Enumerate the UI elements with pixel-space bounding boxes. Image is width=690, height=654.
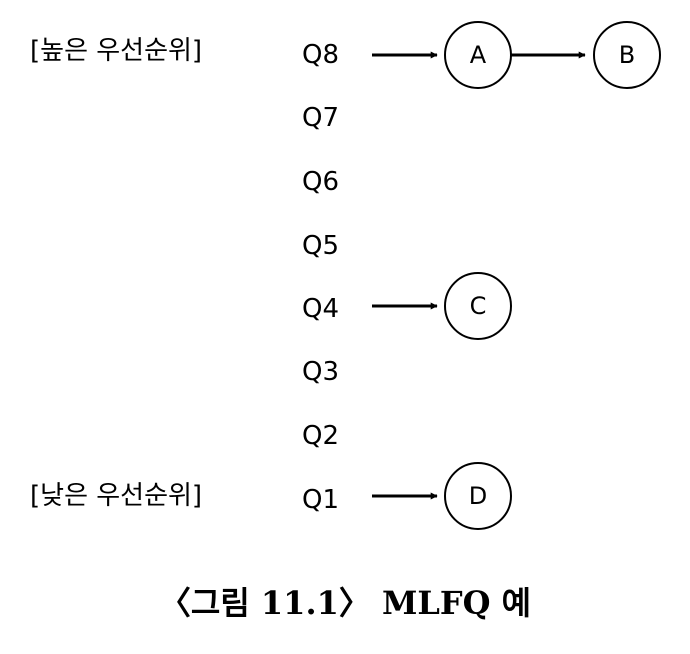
job-label-c: C [470,292,487,320]
figure-caption: 〈그림 11.1〉 MLFQ 예 [158,584,532,622]
job-label-b: B [619,41,635,69]
job-node-d: D [444,462,512,530]
job-node-b: B [593,21,661,89]
queue-label-q7: Q7 [302,103,340,133]
queue-label-q8: Q8 [302,40,340,70]
job-node-c: C [444,272,512,340]
queue-diagram-graphic: A B C D [372,21,661,530]
low-priority-label: [낮은 우선순위] [30,481,203,511]
queue-label-q4: Q4 [302,294,340,324]
queue-label-q2: Q2 [302,421,340,451]
queue-label-q6: Q6 [302,167,340,197]
job-label-d: D [469,482,487,510]
queue-label-q1: Q1 [302,485,340,515]
job-label-a: A [470,41,487,69]
queue-label-q3: Q3 [302,357,340,387]
job-node-a: A [444,21,512,89]
high-priority-label: [높은 우선순위] [30,36,203,66]
queue-label-q5: Q5 [302,231,340,261]
